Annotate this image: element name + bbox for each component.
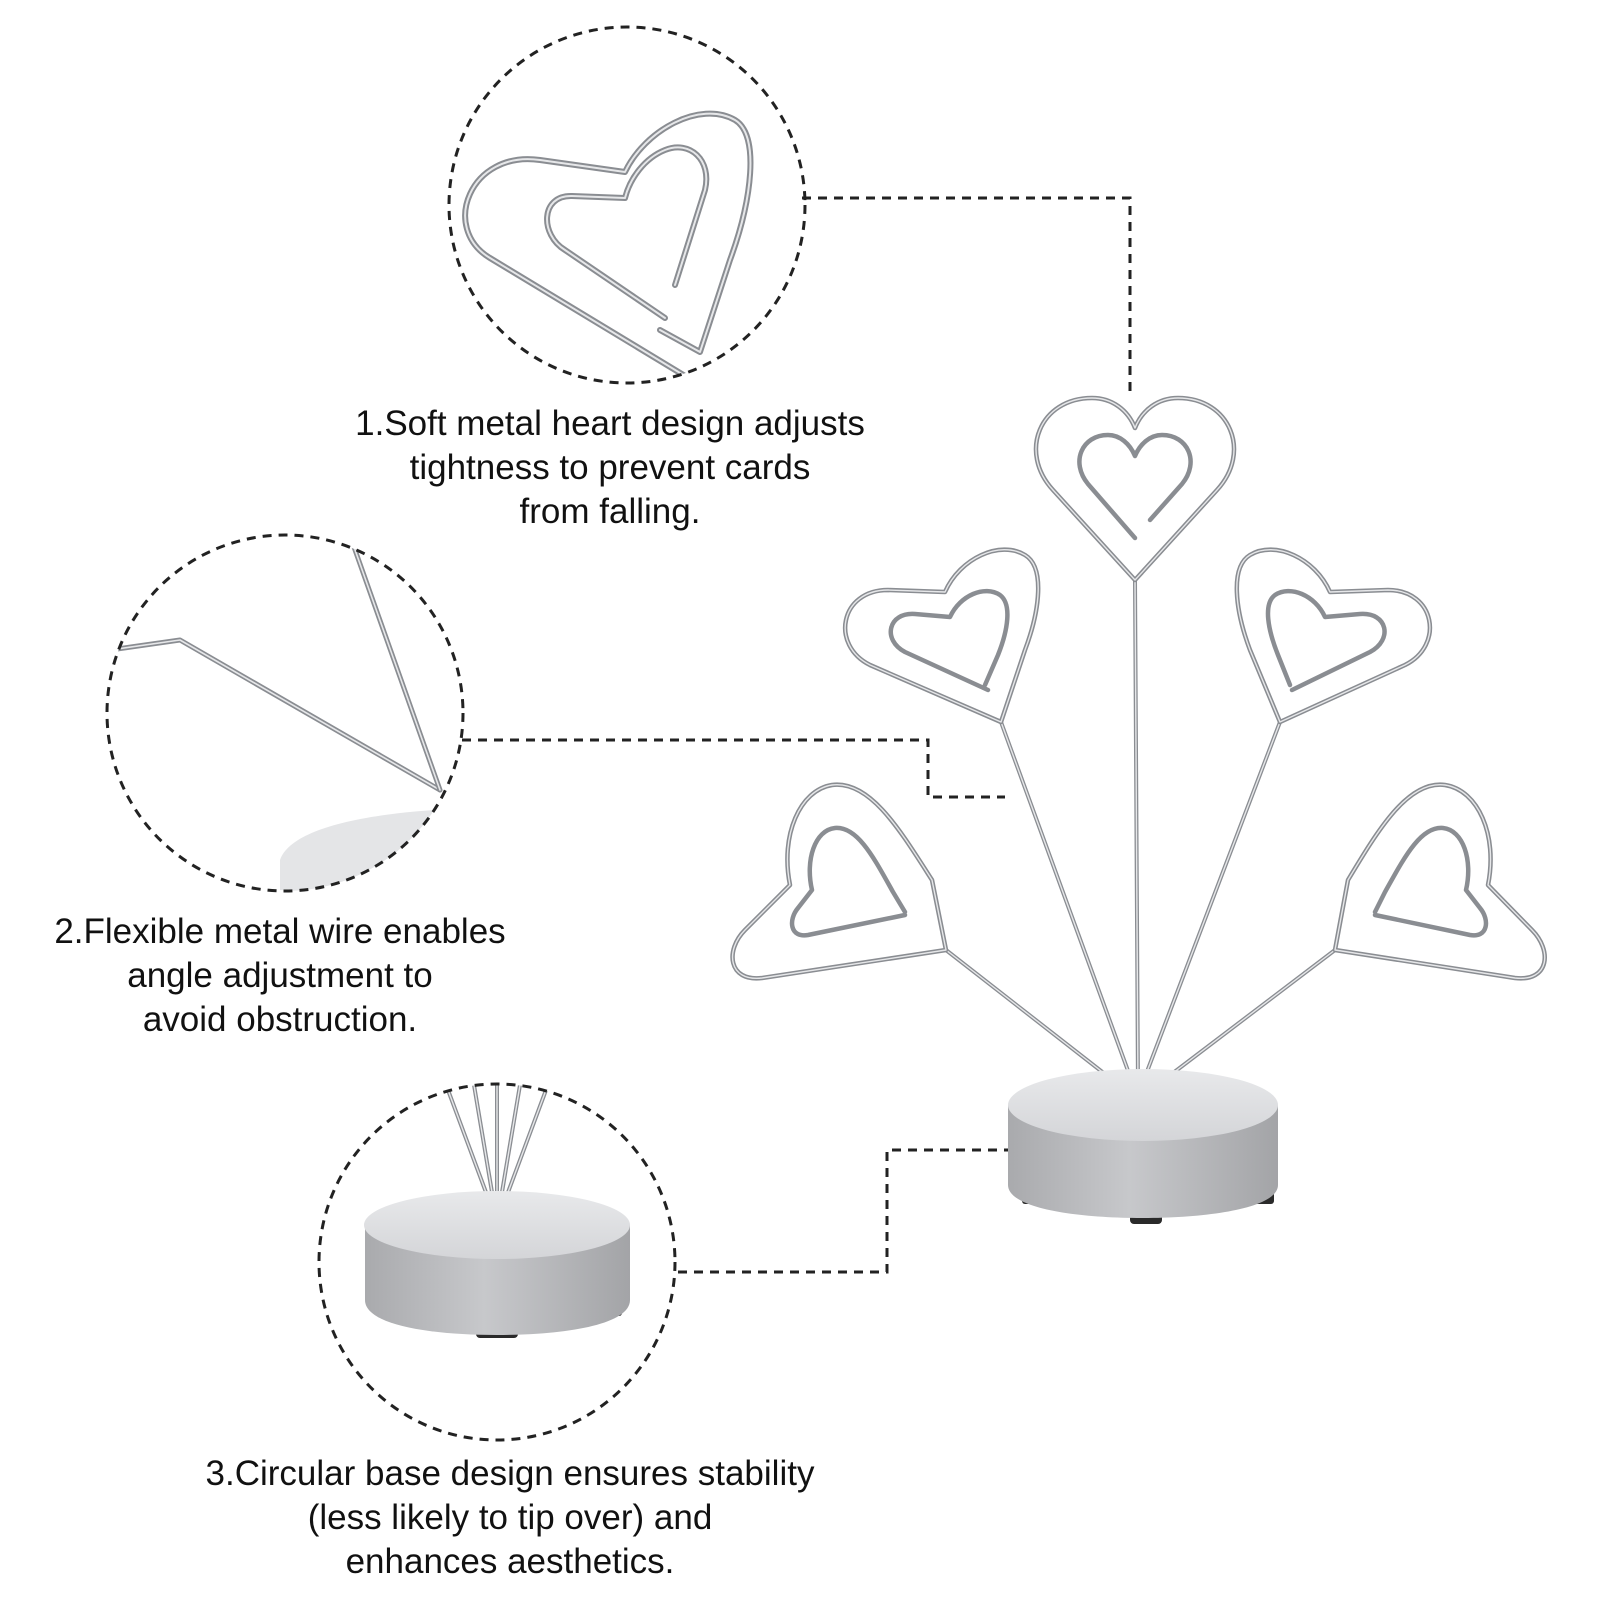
- wire-closeup: [107, 535, 443, 793]
- heart-clip-lower-left: [730, 782, 949, 981]
- heart-clip-top: [1033, 395, 1237, 583]
- caption-line: angle adjustment to: [127, 956, 433, 995]
- heart-clip-closeup: [462, 110, 754, 383]
- feature-caption-heart-design: 1.Soft metal heart design adjusts tightn…: [290, 402, 930, 534]
- round-base: [1008, 1069, 1278, 1224]
- heart-clip-upper-right: [1234, 547, 1432, 725]
- connector-lines: [462, 196, 1132, 1274]
- detail-circle-heart: [447, 25, 807, 385]
- base-edge-closeup: [280, 808, 463, 891]
- stems: [944, 578, 1337, 1094]
- detail-circle-base: [317, 1082, 677, 1442]
- caption-line: (less likely to tip over) and: [307, 1498, 713, 1537]
- base-closeup: [364, 1191, 630, 1338]
- heart-clip-lower-right: [1332, 782, 1547, 981]
- caption-line: from falling.: [519, 492, 701, 531]
- feature-caption-circular-base: 3.Circular base design ensures stability…: [120, 1452, 900, 1584]
- connector-line-1: [802, 196, 1132, 395]
- caption-line: enhances aesthetics.: [345, 1542, 675, 1581]
- connector-line-3: [678, 1148, 1008, 1274]
- heart-clip-stand: [730, 395, 1547, 1094]
- base-wires-closeup: [446, 1084, 548, 1224]
- heart-clip-upper-left: [843, 547, 1041, 725]
- detail-circle-wire: [105, 533, 465, 893]
- caption-line: tightness to prevent cards: [409, 448, 811, 487]
- connector-line-2: [462, 738, 1005, 799]
- caption-line: avoid obstruction.: [142, 1000, 418, 1039]
- feature-caption-flexible-wire: 2.Flexible metal wire enables angle adju…: [0, 910, 560, 1042]
- caption-line: 1.Soft metal heart design adjusts: [355, 404, 865, 443]
- caption-line: 3.Circular base design ensures stability: [205, 1454, 815, 1493]
- caption-line: 2.Flexible metal wire enables: [54, 912, 506, 951]
